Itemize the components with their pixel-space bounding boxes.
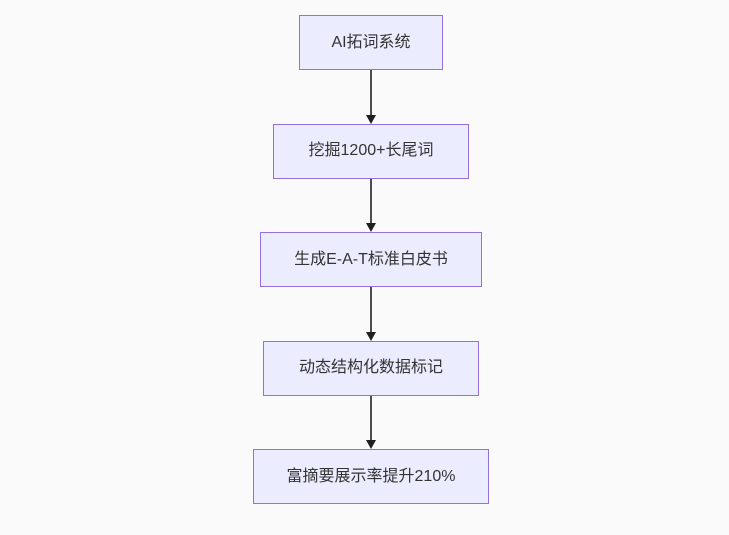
flowchart: AI拓词系统 挖掘1200+长尾词 生成E-A-T标准白皮书 动态结构化数据标记 [253, 15, 489, 504]
flow-node-label: AI拓词系统 [331, 33, 411, 51]
flow-edge-4 [365, 395, 377, 449]
flow-edge-3 [365, 287, 377, 341]
edge-line [370, 395, 372, 441]
flow-node-label: 生成E-A-T标准白皮书 [294, 250, 448, 268]
flow-edge-2 [365, 178, 377, 232]
arrowhead-down-icon [366, 114, 376, 124]
arrowhead-down-icon [366, 223, 376, 232]
flow-node-rich-snippet-uplift: 富摘要展示率提升210% [253, 449, 489, 504]
arrowhead-down-icon [366, 331, 376, 341]
edge-line [370, 287, 372, 333]
edge-line [370, 178, 372, 224]
flow-node-eat-whitepaper: 生成E-A-T标准白皮书 [260, 232, 482, 287]
flow-node-ai-keyword-system: AI拓词系统 [299, 15, 443, 70]
flow-node-longtail-mining: 挖掘1200+长尾词 [273, 123, 469, 179]
flow-node-structured-data-markup: 动态结构化数据标记 [263, 340, 479, 396]
edge-line [370, 70, 372, 116]
flow-edge-1 [365, 70, 377, 124]
arrowhead-down-icon [366, 440, 376, 449]
flow-node-label: 动态结构化数据标记 [298, 359, 443, 376]
flow-node-label: 富摘要展示率提升210% [286, 467, 456, 485]
flow-node-label: 挖掘1200+长尾词 [308, 142, 434, 159]
